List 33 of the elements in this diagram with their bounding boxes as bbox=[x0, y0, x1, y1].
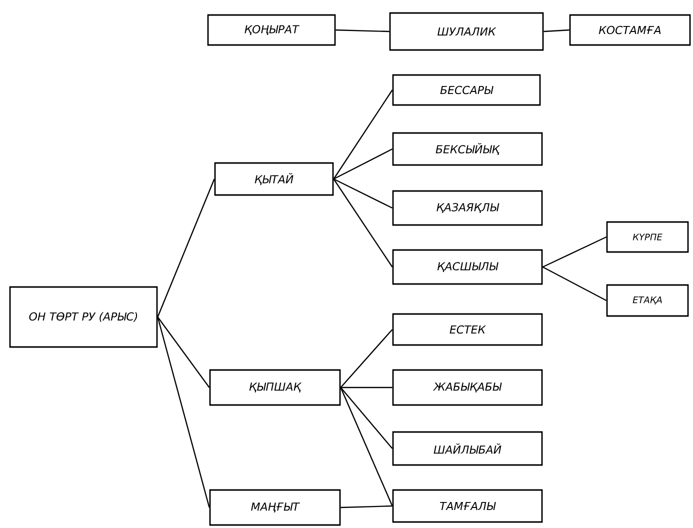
connector-line bbox=[340, 387, 393, 506]
connector-line bbox=[340, 387, 393, 449]
connector-line bbox=[333, 90, 393, 180]
name-box: ҚЫПШАҚ bbox=[209, 369, 341, 406]
name-box: БЕССАРЫ bbox=[392, 74, 541, 106]
name-box: ТАМҒАЛЫ bbox=[392, 489, 543, 523]
connector-line bbox=[333, 178, 393, 209]
name-box: ҚОҢЫРАТ bbox=[207, 14, 336, 46]
connector-line bbox=[340, 329, 393, 388]
connector-line bbox=[333, 148, 393, 180]
connector-line bbox=[157, 178, 215, 318]
connector-line bbox=[157, 316, 210, 388]
name-box: ЕСТЕК bbox=[392, 313, 543, 346]
name-box: БЕКСЫЙЫҚ bbox=[392, 132, 543, 166]
name-box: КОСТАМҒА bbox=[569, 14, 691, 46]
name-box: ШУЛАЛИК bbox=[389, 12, 544, 51]
connector-line bbox=[333, 178, 393, 268]
connector-line bbox=[544, 29, 570, 32]
connector-line bbox=[336, 29, 390, 32]
connector-line bbox=[340, 505, 392, 508]
name-box: ҚАЗАЯҚЛЫ bbox=[392, 190, 543, 226]
name-box: КҮРПЕ bbox=[606, 221, 689, 253]
name-box: МАҢҒЫТ bbox=[209, 489, 341, 526]
connector-line bbox=[157, 316, 210, 508]
name-box: ШАЙЛЫБАЙ bbox=[392, 431, 543, 466]
connector-line bbox=[340, 386, 392, 388]
connector-line bbox=[542, 266, 607, 302]
name-box: ҚЫТАЙ bbox=[214, 162, 334, 196]
name-box: ЖАБЫҚАБЫ bbox=[392, 369, 543, 406]
name-box: ОН ТӨРТ РУ (АРЫС) bbox=[9, 286, 158, 348]
name-box: ҚАСШЫЛЫ bbox=[392, 249, 543, 285]
connector-line bbox=[542, 236, 607, 268]
name-box: ЕТАҚА bbox=[606, 284, 689, 317]
